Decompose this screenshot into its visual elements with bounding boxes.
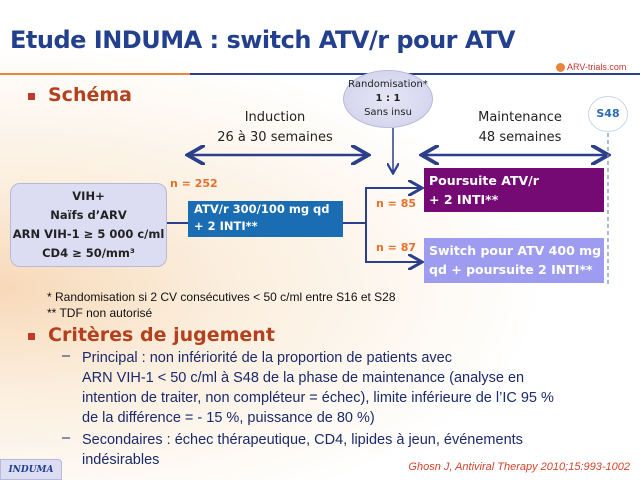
criterion-line: indésirables xyxy=(82,452,160,468)
induction-arm-box: ATV/r 300/100 mg qd + 2 INTI** xyxy=(188,201,343,237)
criterion-line: ARN VIH-1 < 50 c/ml à S48 de la phase de… xyxy=(82,370,525,386)
criterion-secondary: Secondaires : échec thérapeutique, CD4, … xyxy=(82,430,523,470)
maintenance-title: Maintenance xyxy=(478,110,562,125)
population-line: CD4 ≥ 50/mm³ xyxy=(42,246,135,260)
s48-circle: S48 xyxy=(588,96,628,132)
arv-trials-logo: ARV-trials.com xyxy=(556,62,627,73)
slide-title: Etude INDUMA : switch ATV/r pour ATV xyxy=(10,26,516,54)
study-tag: INDUMA xyxy=(0,459,62,480)
randomisation-ellipse: Randomisation* 1 : 1 Sans insu xyxy=(343,70,433,128)
branch-arrow-2 xyxy=(365,223,420,262)
header-divider-blue xyxy=(190,73,640,75)
randomisation-text: Randomisation* xyxy=(348,79,428,90)
n-arm1: n = 85 xyxy=(376,197,417,210)
arm-line: qd + poursuite 2 INTI** xyxy=(429,262,593,277)
arm-line: ATV/r 300/100 mg qd xyxy=(194,202,330,216)
randomisation-ratio: 1 : 1 xyxy=(375,93,401,104)
population-line: Naïfs d’ARV xyxy=(50,208,127,222)
header-divider xyxy=(0,73,190,75)
maintenance-duration: 48 semaines xyxy=(478,130,562,145)
randomisation-blind: Sans insu xyxy=(364,107,412,118)
n-total: n = 252 xyxy=(170,177,218,190)
footnote: * Randomisation si 2 CV consécutives < 5… xyxy=(47,290,396,304)
arm-line: + 2 INTI** xyxy=(429,192,499,207)
logo-icon xyxy=(556,63,565,73)
n-arm2: n = 87 xyxy=(376,241,417,254)
section-criteria: Critères de jugement xyxy=(48,324,275,346)
criterion-primary: Principal : non infériorité de la propor… xyxy=(82,348,554,428)
bullet-icon xyxy=(28,333,35,340)
population-line: VIH+ xyxy=(72,189,105,203)
maintenance-label: Maintenance 48 semaines xyxy=(440,108,600,148)
bullet-icon xyxy=(28,93,35,100)
logo-text: ARV-trials.com xyxy=(567,62,627,72)
citation: Ghosn J, Antiviral Therapy 2010;15:993-1… xyxy=(408,461,630,473)
arm-line: Switch pour ATV 400 mg xyxy=(429,243,602,258)
criterion-line: Principal : non infériorité de la propor… xyxy=(82,350,452,366)
population-line: ARN VIH-1 ≥ 5 000 c/ml xyxy=(12,227,165,241)
criterion-line: Secondaires : échec thérapeutique, CD4, … xyxy=(82,432,523,448)
arm1-box: Poursuite ATV/r + 2 INTI** xyxy=(424,168,604,212)
induction-label: Induction 26 à 30 semaines xyxy=(190,108,360,148)
dash-bullet: – xyxy=(62,430,71,446)
footnote: ** TDF non autorisé xyxy=(47,306,153,320)
criterion-line: intention de traiter, non compléteur = é… xyxy=(82,390,554,406)
induction-title: Induction xyxy=(244,110,306,125)
induction-duration: 26 à 30 semaines xyxy=(217,130,333,145)
dash-bullet: – xyxy=(62,348,71,364)
criterion-line: de la différence = - 15 %, puissance de … xyxy=(82,410,375,426)
section-schema: Schéma xyxy=(48,84,132,106)
arm-line: Poursuite ATV/r xyxy=(429,173,539,188)
arm-line: + 2 INTI** xyxy=(194,219,258,233)
arm2-box: Switch pour ATV 400 mg qd + poursuite 2 I… xyxy=(424,238,604,283)
